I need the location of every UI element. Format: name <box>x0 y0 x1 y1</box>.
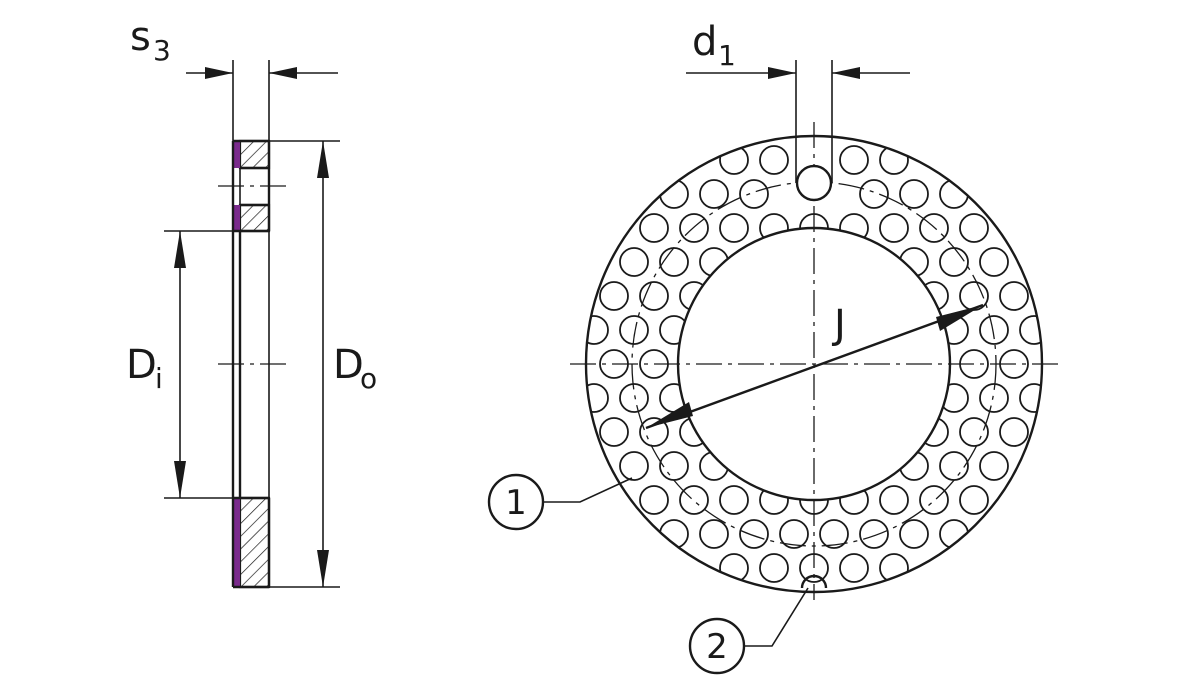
pocket <box>879 485 909 515</box>
pocket <box>1019 383 1042 413</box>
section-top-hatch <box>238 139 271 170</box>
pocket <box>859 179 889 209</box>
pocket <box>879 213 909 243</box>
do-subscript: o <box>360 362 377 395</box>
pocket <box>899 519 929 549</box>
section-bottom-hatch <box>238 496 271 589</box>
pocket <box>819 519 849 549</box>
callout-2-leader <box>744 587 809 647</box>
pocket <box>859 519 889 549</box>
j-dimension-line <box>645 303 984 430</box>
pocket <box>659 451 689 481</box>
pocket <box>619 451 649 481</box>
pocket <box>586 383 609 413</box>
section-mid-hatch <box>238 203 271 233</box>
pocket <box>899 179 929 209</box>
d1-subscript: 1 <box>718 39 736 72</box>
pocket <box>979 315 1009 345</box>
pocket <box>619 247 649 277</box>
pocket <box>619 383 649 413</box>
pocket <box>939 383 969 413</box>
pocket <box>659 247 689 277</box>
pocket <box>679 485 709 515</box>
callout-1-leader <box>543 477 633 503</box>
pocket <box>919 485 949 515</box>
pocket <box>599 281 629 311</box>
pocket <box>739 519 769 549</box>
pocket <box>699 519 729 549</box>
pocket <box>759 145 789 175</box>
s3-label: s <box>130 14 151 60</box>
pocket <box>839 145 869 175</box>
di-label: D <box>126 342 157 388</box>
s3-subscript: 3 <box>153 34 171 67</box>
sliding-layer-top <box>233 141 240 168</box>
pocket <box>1019 315 1042 345</box>
pocket <box>959 485 989 515</box>
callout-2-text: 2 <box>706 627 728 667</box>
pocket <box>639 417 669 447</box>
pocket <box>979 451 1009 481</box>
pocket <box>739 179 769 209</box>
marker-notch <box>800 574 828 589</box>
pocket <box>659 315 689 345</box>
pocket <box>699 179 729 209</box>
pocket <box>719 213 749 243</box>
pocket <box>599 417 629 447</box>
j-label: J <box>831 302 846 348</box>
front-view: d 1 J 1 2 <box>487 19 1060 675</box>
pocket <box>939 451 969 481</box>
lubrication-hole <box>795 164 833 202</box>
pocket <box>639 485 669 515</box>
pocket <box>839 553 869 583</box>
do-label: D <box>333 342 364 388</box>
pocket <box>759 553 789 583</box>
pocket <box>979 383 1009 413</box>
pocket <box>999 281 1029 311</box>
callout-1-text: 1 <box>505 483 527 523</box>
section-view: s 3 D i D o <box>126 14 377 589</box>
pocket <box>619 315 649 345</box>
pocket <box>959 213 989 243</box>
pocket <box>639 213 669 243</box>
sliding-layer-mid <box>233 205 240 231</box>
d1-label: d <box>692 19 717 65</box>
pocket <box>979 247 1009 277</box>
pocket <box>959 281 989 311</box>
pocket <box>939 247 969 277</box>
di-subscript: i <box>155 362 163 395</box>
pocket <box>999 417 1029 447</box>
pocket <box>639 281 669 311</box>
pocket <box>779 519 809 549</box>
pocket <box>959 417 989 447</box>
sliding-layer-bottom <box>233 498 240 587</box>
pocket <box>586 315 609 345</box>
pocket <box>719 485 749 515</box>
